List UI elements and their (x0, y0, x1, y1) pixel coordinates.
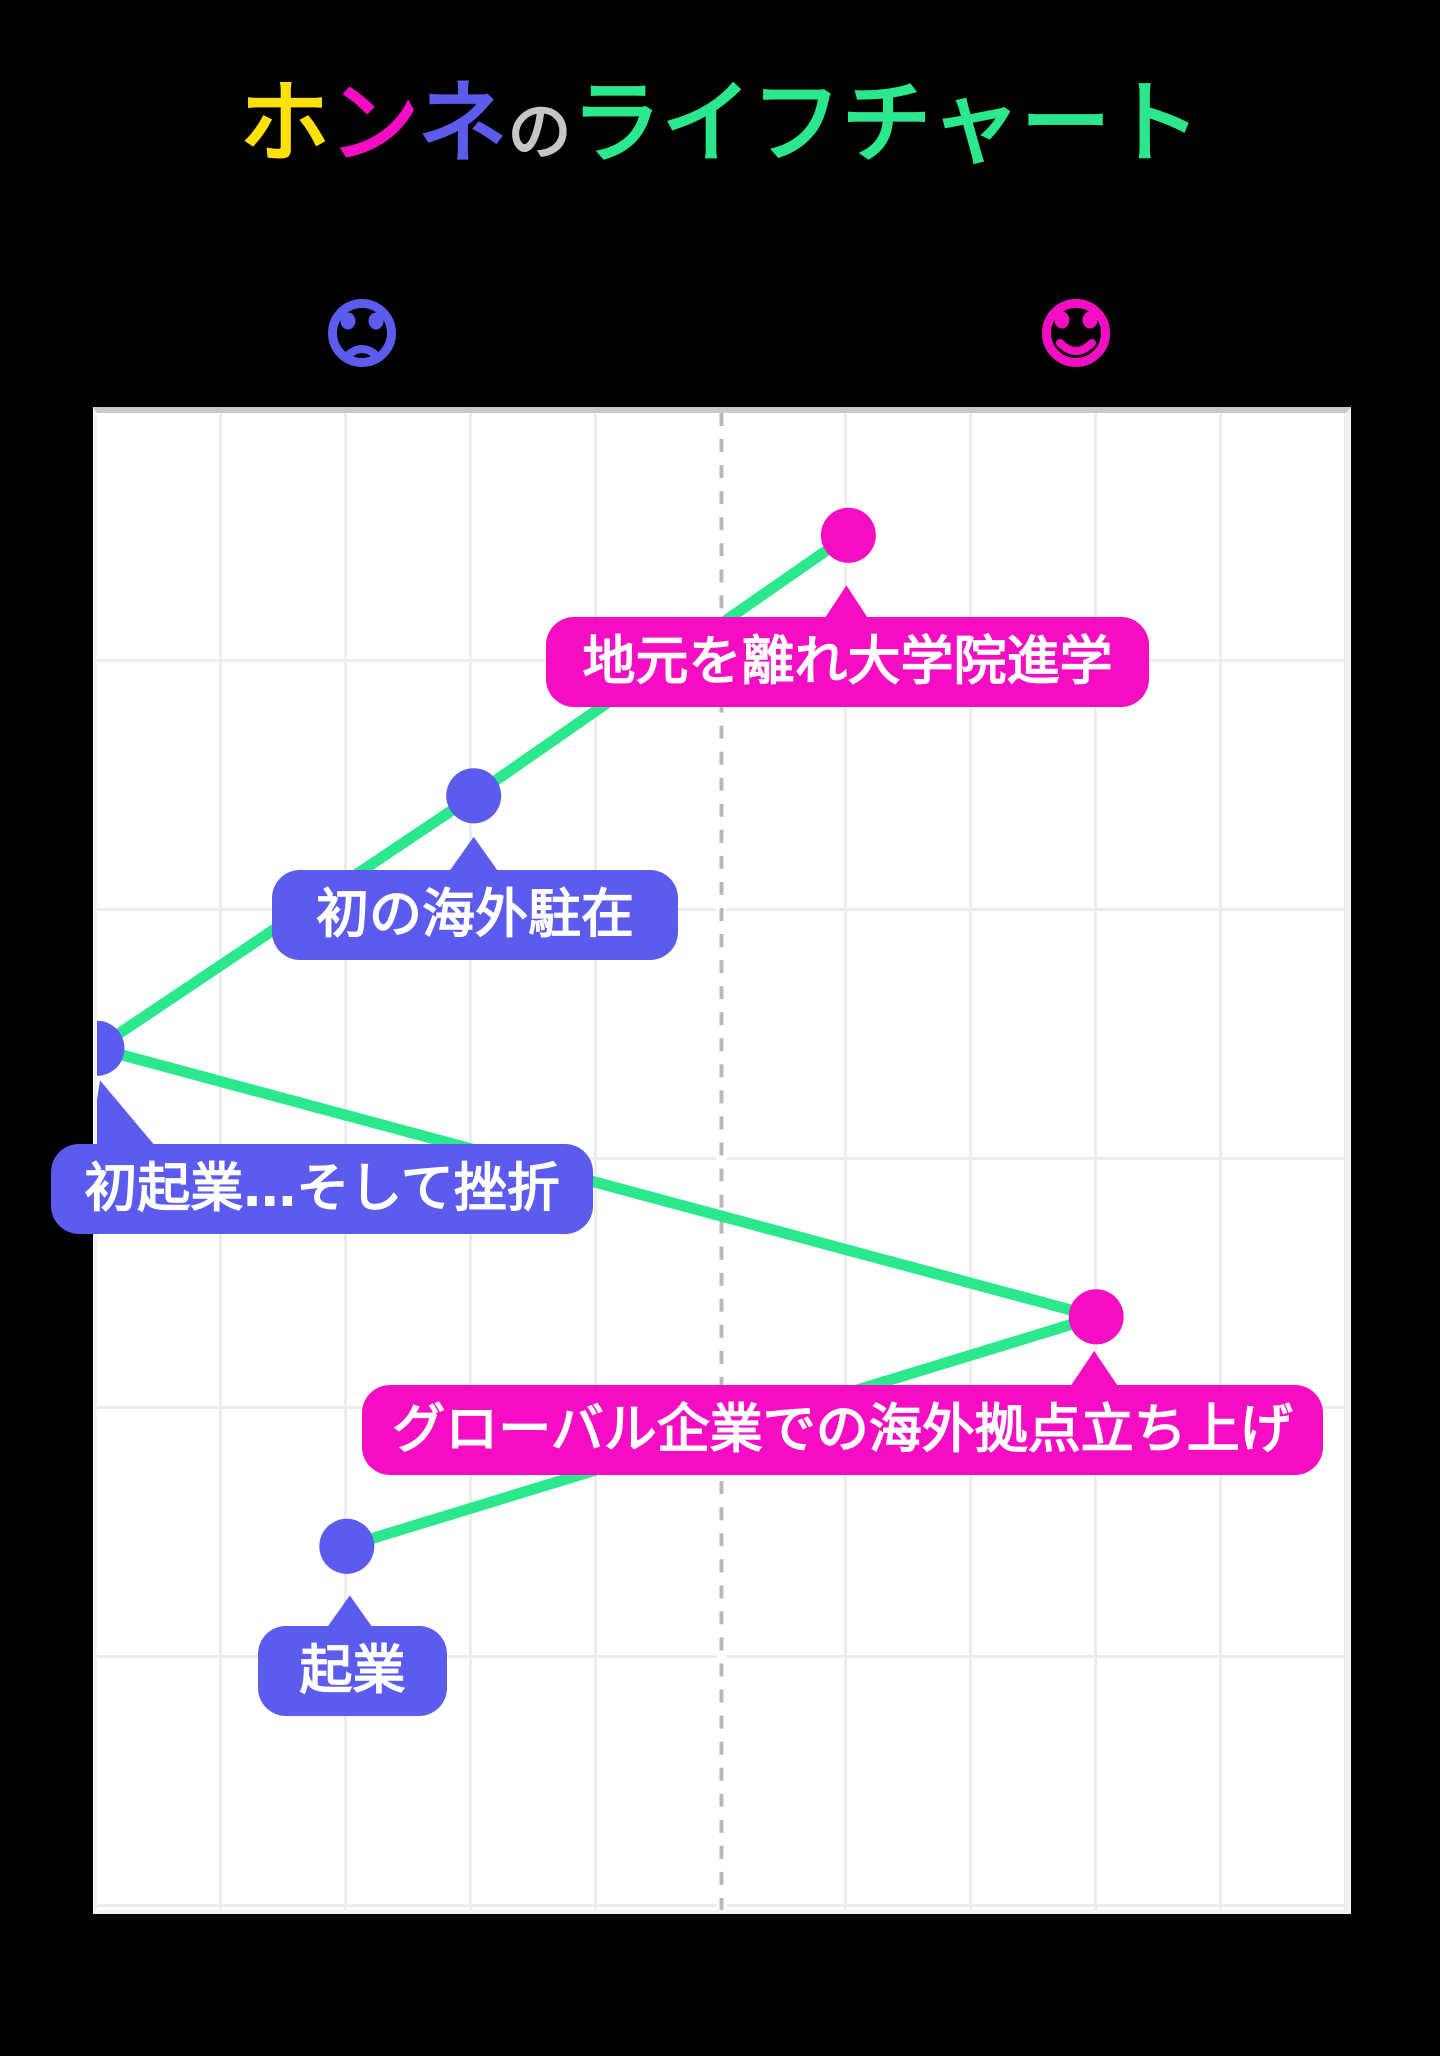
event-label-gradschool: 地元を離れ大学院進学 (546, 617, 1149, 707)
title-segment-pink: ン (329, 71, 418, 176)
data-point-3 (97, 1020, 125, 1076)
title-segment-blue: ネ (417, 71, 508, 176)
event-label-first-startup-failure: 初起業…そして挫折 (51, 1144, 593, 1234)
event-label-text: 地元を離れ大学院進学 (582, 631, 1113, 692)
data-point-1 (820, 507, 876, 563)
title-segment-yellow: ホ (239, 71, 330, 176)
event-label-text: 初起業…そして挫折 (84, 1158, 560, 1219)
event-label-text: グローバル企業での海外拠点立ち上げ (392, 1399, 1293, 1460)
event-label-text: 初の海外駐在 (316, 884, 634, 945)
data-point-4 (1068, 1289, 1124, 1345)
title-segment-gray: の (507, 96, 572, 170)
page-title: ホンネのライフチャート (0, 76, 1440, 181)
event-label-founding: 起業 (258, 1626, 447, 1716)
bubble-tail-3 (97, 1080, 159, 1151)
event-label-first-overseas: 初の海外駐在 (272, 870, 678, 960)
data-point-5 (319, 1518, 375, 1574)
bubble-tail-5 (322, 1595, 377, 1634)
sad-face-icon (328, 299, 396, 367)
bubble-tail-2 (446, 836, 501, 875)
bubble-tail-1 (819, 585, 874, 627)
plot-area: 地元を離れ大学院進学 初の海外駐在 初起業…そして挫折 グローバル企業での海外拠… (51, 413, 1346, 1910)
life-chart: 地元を離れ大学院進学 初の海外駐在 初起業…そして挫折 グローバル企業での海外拠… (51, 407, 1351, 1914)
title-segment-green: ライフチャート (571, 71, 1201, 176)
event-label-global-company: グローバル企業での海外拠点立ち上げ (362, 1385, 1323, 1475)
center-line-mask (716, 413, 727, 1910)
data-point-2 (446, 768, 502, 824)
event-label-text: 起業 (299, 1640, 406, 1701)
bubble-tail-4 (1067, 1350, 1122, 1391)
happy-face-icon (1042, 299, 1110, 367)
